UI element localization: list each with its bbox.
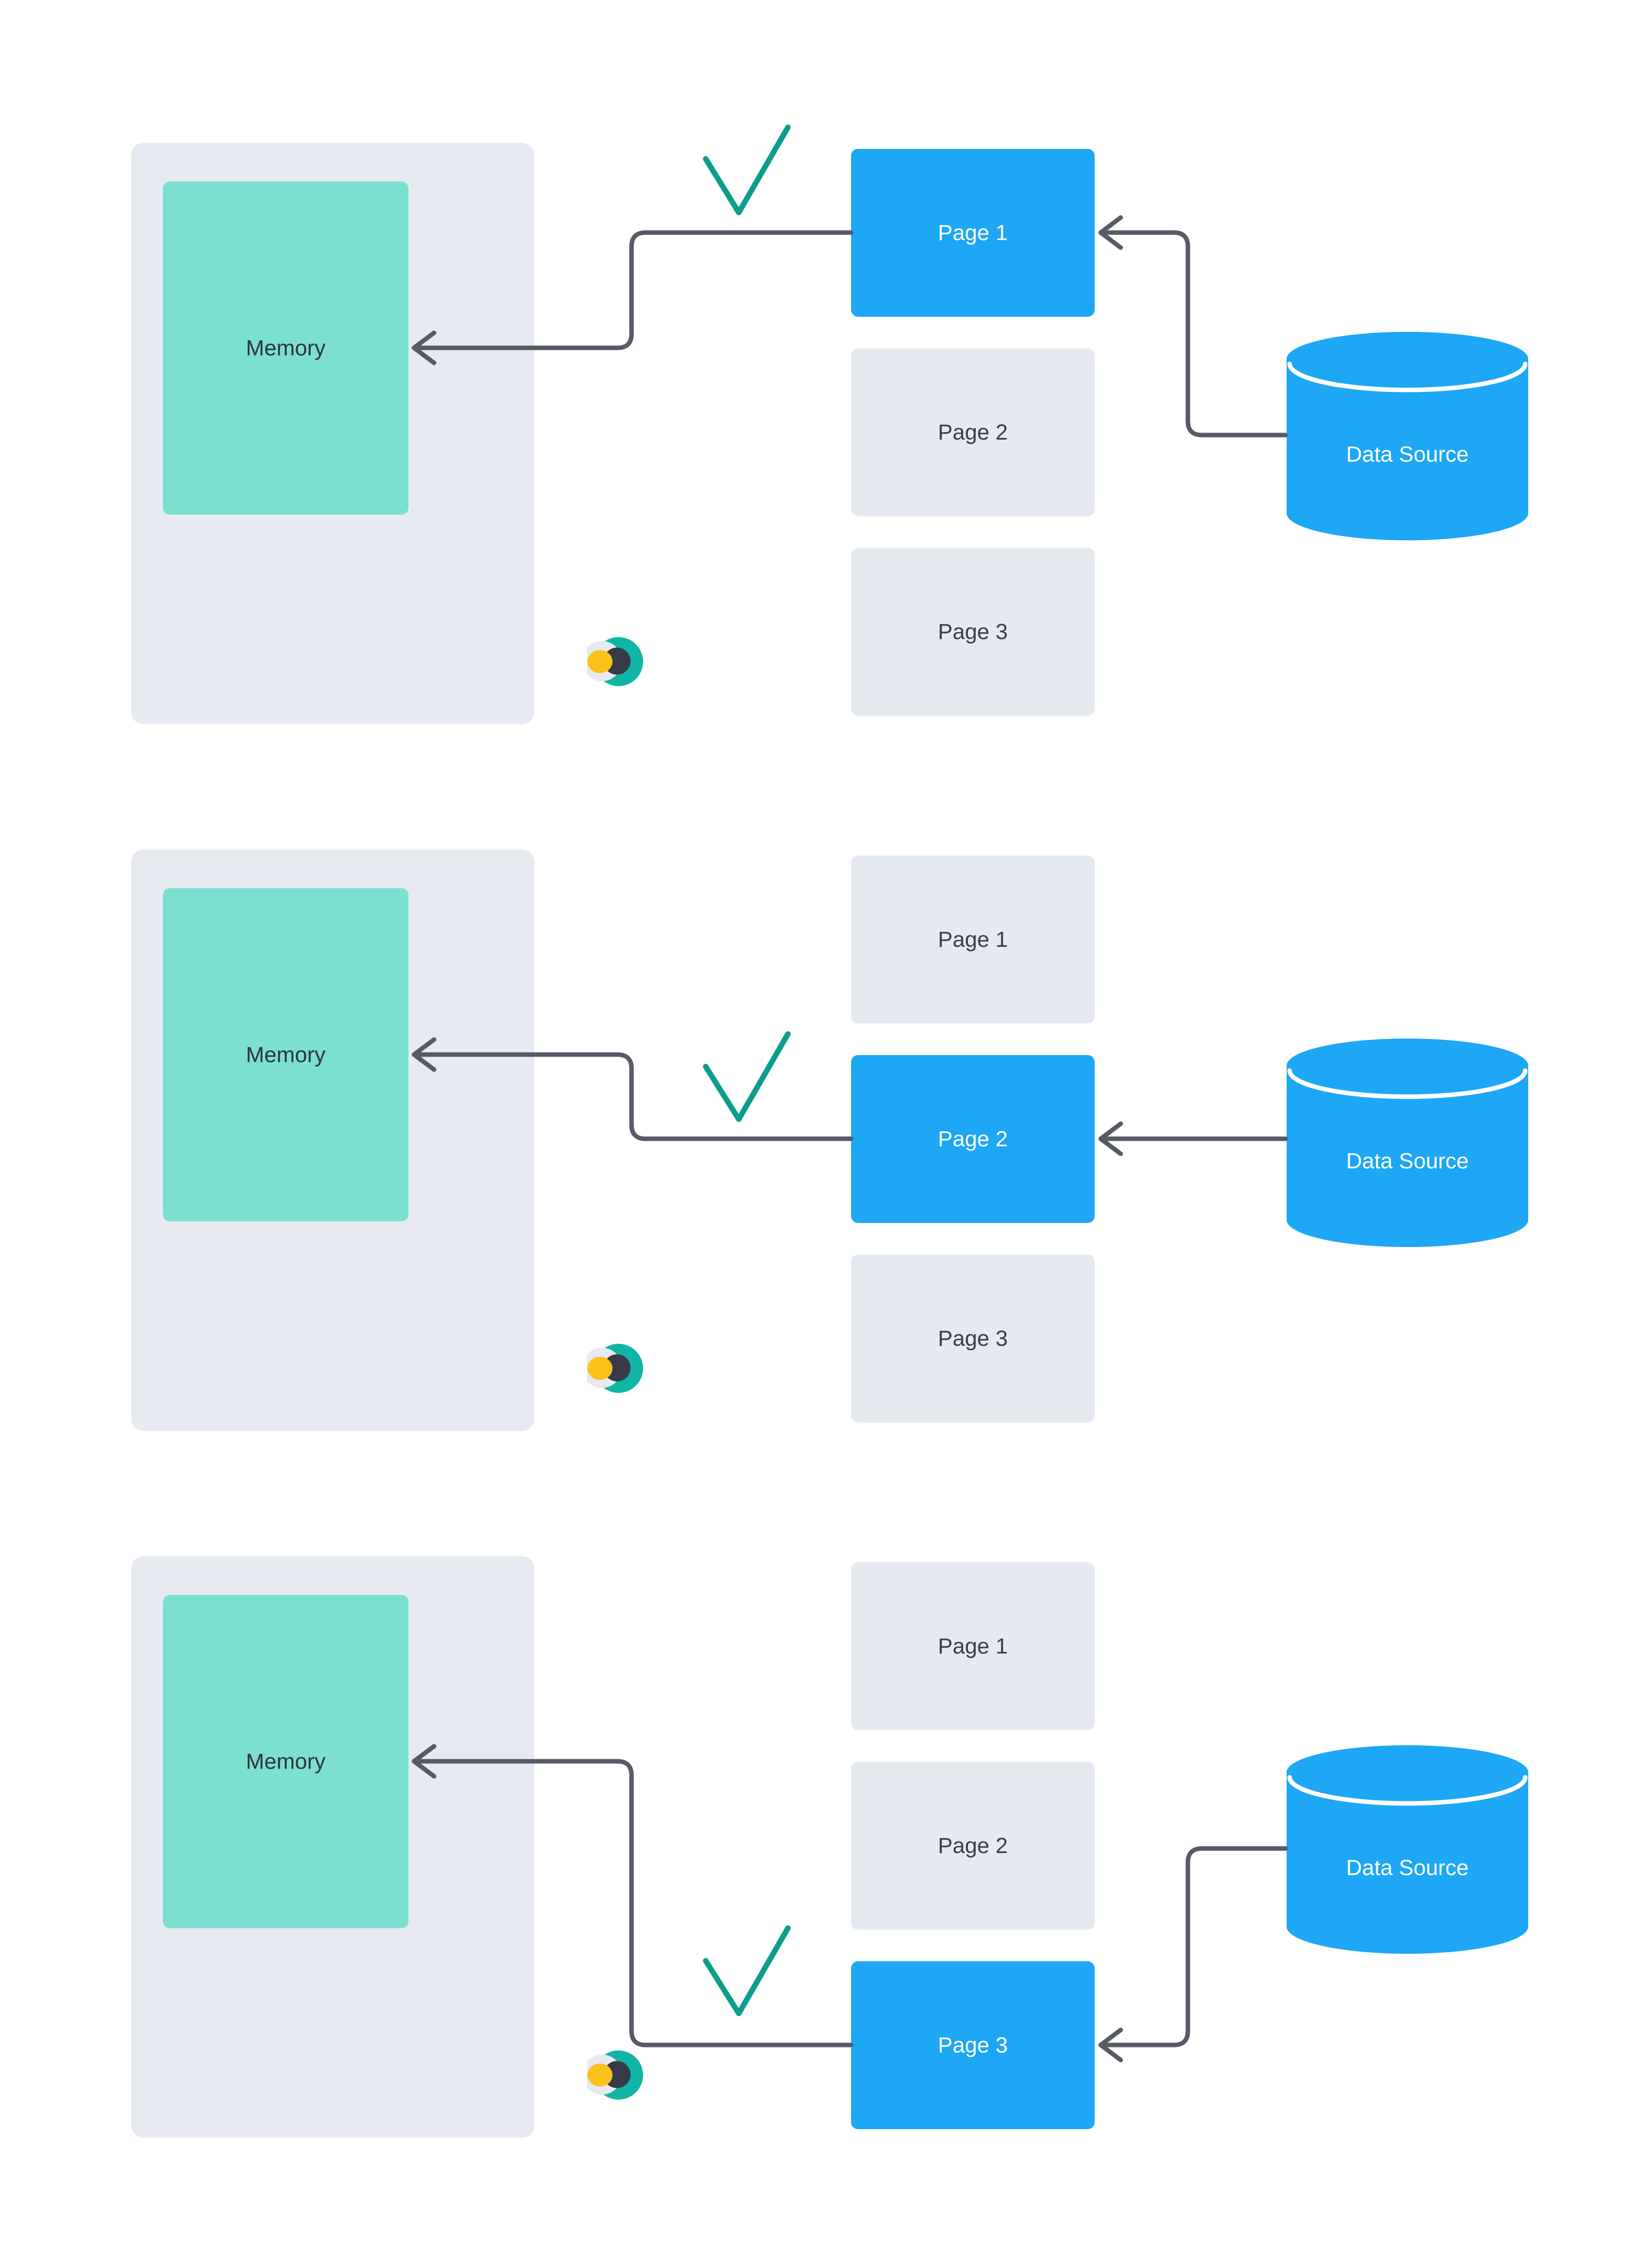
eclipse-logo-icon bbox=[587, 2050, 643, 2100]
arrow-page2-to-memory bbox=[415, 1052, 854, 1141]
memory-box: Memory bbox=[163, 1595, 408, 1928]
page-card-active: Page 2 bbox=[851, 1055, 1095, 1223]
page-label: Page 3 bbox=[938, 2032, 1008, 2058]
page-label: Page 2 bbox=[938, 1126, 1008, 1151]
arrow-datasource-to-page3 bbox=[1101, 1846, 1288, 2047]
diagram-step-3: Memory Page 1 Page 2 Page 3 Data Source bbox=[0, 1556, 1652, 2138]
datasource-label: Data Source bbox=[1346, 1149, 1469, 1173]
page-card: Page 3 bbox=[851, 1255, 1095, 1422]
page-card-active: Page 3 bbox=[851, 1961, 1095, 2129]
page-label: Page 2 bbox=[938, 1833, 1008, 1858]
page-card: Page 2 bbox=[851, 1762, 1095, 1930]
datasource-cylinder bbox=[1287, 332, 1528, 540]
datasource-label: Data Source bbox=[1346, 442, 1469, 467]
page-label: Page 1 bbox=[938, 1633, 1008, 1659]
datasource-cylinder bbox=[1287, 1039, 1528, 1247]
arrow-page3-to-memory bbox=[415, 1759, 854, 2047]
memory-box: Memory bbox=[163, 181, 408, 515]
checkmark-icon bbox=[703, 1925, 791, 2016]
chevron-left-arrowhead bbox=[1098, 2027, 1123, 2063]
chevron-left-arrowhead bbox=[411, 1744, 437, 1779]
checkmark-icon bbox=[703, 1031, 791, 1122]
arrow-datasource-to-page1 bbox=[1101, 230, 1288, 438]
page-card: Page 2 bbox=[851, 348, 1095, 516]
chevron-left-arrowhead bbox=[411, 1037, 437, 1072]
page-label: Page 1 bbox=[938, 220, 1008, 245]
page-label: Page 3 bbox=[938, 1326, 1008, 1351]
chevron-left-arrowhead bbox=[411, 330, 437, 365]
page-card: Page 1 bbox=[851, 856, 1095, 1023]
eclipse-logo-icon bbox=[587, 637, 643, 686]
memory-box: Memory bbox=[163, 888, 408, 1221]
page-card-active: Page 1 bbox=[851, 149, 1095, 317]
checkmark-icon bbox=[703, 124, 791, 216]
diagram-step-2: Memory Page 1 Page 2 Page 3 Data Source bbox=[0, 850, 1652, 1431]
datasource-cylinder bbox=[1287, 1745, 1528, 1954]
memory-label: Memory bbox=[246, 1042, 326, 1067]
memory-label: Memory bbox=[246, 335, 326, 360]
chevron-left-arrowhead bbox=[1098, 1121, 1123, 1156]
memory-label: Memory bbox=[246, 1749, 326, 1774]
page-label: Page 2 bbox=[938, 420, 1008, 445]
page-label: Page 3 bbox=[938, 619, 1008, 644]
page-card: Page 1 bbox=[851, 1562, 1095, 1730]
chevron-left-arrowhead bbox=[1098, 215, 1123, 250]
eclipse-logo-icon bbox=[587, 1344, 643, 1393]
datasource-label: Data Source bbox=[1346, 1856, 1469, 1880]
diagram-step-1: Memory Page 1 Page 2 Page 3 Data Source bbox=[0, 143, 1652, 724]
page-label: Page 1 bbox=[938, 927, 1008, 952]
page-card: Page 3 bbox=[851, 548, 1095, 716]
arrow-page1-to-memory bbox=[415, 230, 854, 350]
